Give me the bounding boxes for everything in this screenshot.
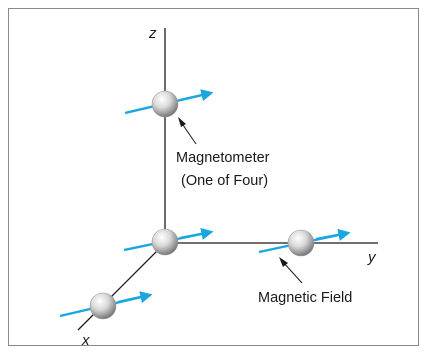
z-axis-label: z [148, 25, 157, 42]
magnetometer-sphere-y [287, 229, 315, 257]
magnetometer-callout-line2: (One of Four) [181, 173, 268, 189]
field-callout-label: Magnetic Field [258, 290, 352, 306]
magnetometer-sphere-z [151, 90, 179, 118]
magnetometer-callout-line [180, 121, 197, 145]
frame-border [8, 8, 419, 346]
y-axis-label: y [367, 249, 377, 266]
magnetometer-sphere-origin [151, 228, 179, 256]
magnetometer-x [59, 291, 153, 320]
magnetometer-callout-line1: Magnetometer [176, 150, 270, 166]
magnetometer-z [124, 89, 214, 118]
magnetometer-origin [123, 227, 214, 256]
field-callout-line [282, 261, 303, 284]
x-axis-label: x [81, 332, 90, 349]
field-callout-arrowhead [279, 257, 288, 267]
magnetometer-callout-arrowhead [178, 117, 186, 127]
x-axis [77, 242, 166, 331]
magnetometer-y [258, 228, 351, 257]
magnetometer-sphere-x [89, 292, 117, 320]
